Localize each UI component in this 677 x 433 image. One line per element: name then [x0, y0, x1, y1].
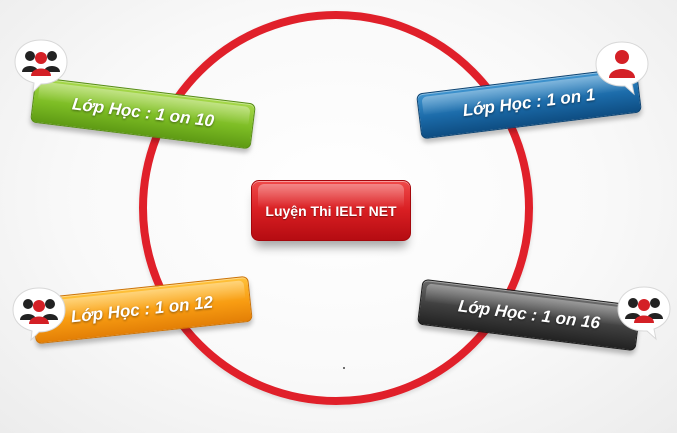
- center-ring: [139, 11, 533, 405]
- class-label-text: Lớp Học : 1 on 1: [461, 84, 597, 121]
- class-label-text: Lớp Học : 1 on 16: [457, 296, 602, 333]
- center-button[interactable]: Luyện Thi IELT NET: [251, 180, 411, 241]
- user-icon: [592, 38, 652, 98]
- stray-dot: [343, 367, 345, 369]
- users-icon: [9, 284, 69, 344]
- users-icon: [11, 36, 71, 96]
- users-icon: [614, 283, 674, 343]
- center-button-label: Luyện Thi IELT NET: [265, 202, 397, 219]
- class-label-text: Lớp Học : 1 on 12: [69, 292, 214, 327]
- class-label-text: Lớp Học : 1 on 10: [71, 94, 216, 131]
